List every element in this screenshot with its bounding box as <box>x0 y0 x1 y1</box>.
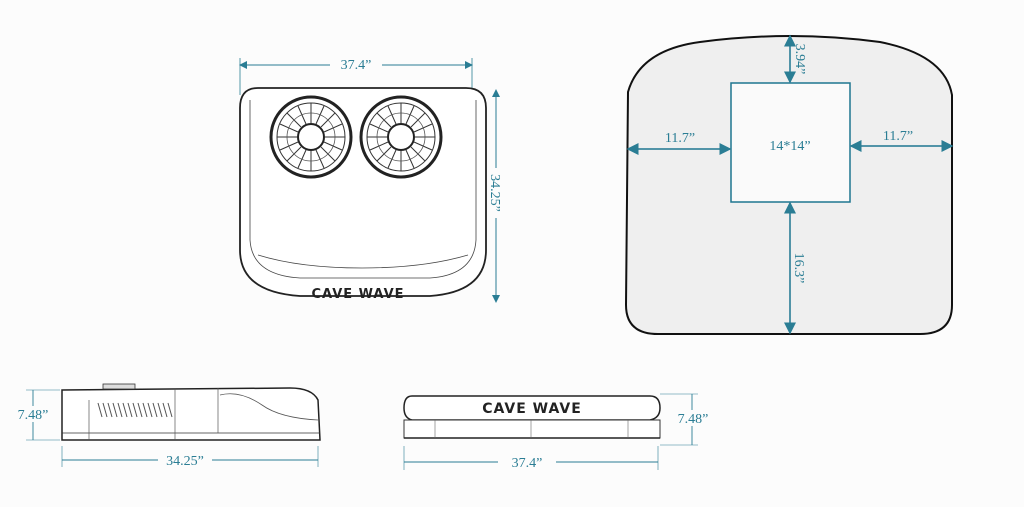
top-depth-label: 34.25” <box>487 174 502 212</box>
fan-icon <box>269 95 353 179</box>
brand-logo: CAVE WAVE <box>482 401 582 417</box>
fan-icon <box>359 95 443 179</box>
brand-logo: CAVE WAVE <box>311 287 404 302</box>
front-view: CAVE WAVE 7.48” 37.4” <box>403 393 714 471</box>
left-margin-label: 11.7” <box>665 131 695 146</box>
top-view: 37.4” 34.25” CAVE WAVE <box>239 56 506 303</box>
opening-size-label: 14*14” <box>769 139 810 154</box>
bottom-margin-label: 16.3” <box>791 253 806 284</box>
side-view: 7.48” 34.25” <box>12 383 321 469</box>
top-width-label: 37.4” <box>341 58 372 73</box>
roof-cutout-diagram: 14*14” 3.94” 11.7” 11.7” 16.3” <box>624 34 954 335</box>
top-margin-label: 3.94” <box>792 44 807 75</box>
right-margin-label: 11.7” <box>883 129 913 144</box>
front-height-label: 7.48” <box>678 412 709 427</box>
side-height-label: 7.48” <box>18 408 49 423</box>
front-width-label: 37.4” <box>512 456 543 471</box>
side-length-label: 34.25” <box>166 454 204 469</box>
